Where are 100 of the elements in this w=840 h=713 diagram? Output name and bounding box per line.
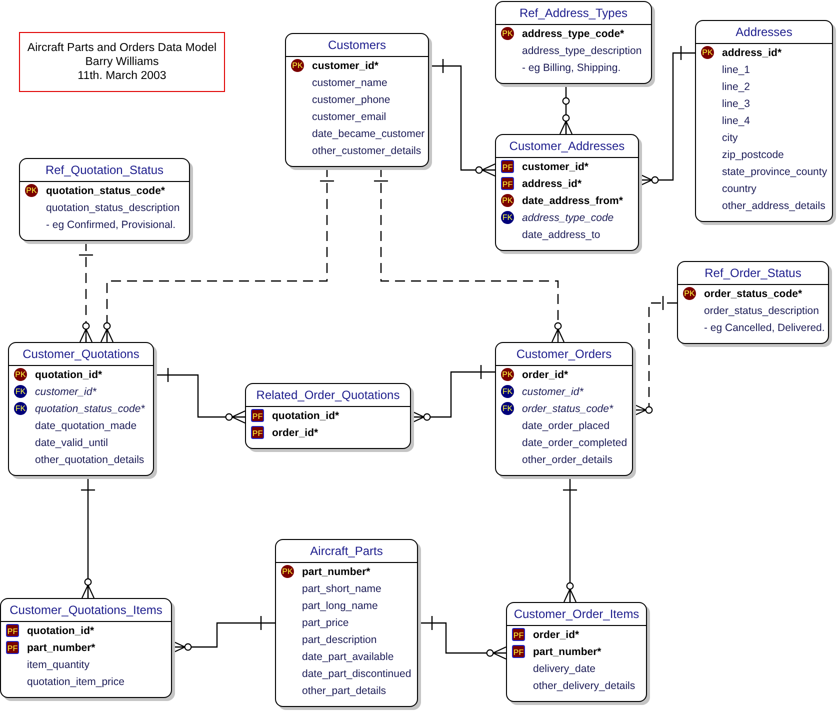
key-badge: PK bbox=[501, 27, 514, 40]
key-badge: PK bbox=[683, 287, 696, 300]
attribute-name: part_number* bbox=[302, 566, 370, 578]
entity-box bbox=[19, 158, 190, 241]
attribute-name: item_quantity bbox=[27, 658, 90, 670]
entity-box bbox=[8, 342, 154, 476]
attribute-name: line_4 bbox=[722, 114, 750, 126]
entity-name: Customer_Quotations bbox=[22, 347, 140, 361]
attribute-name: line_2 bbox=[722, 80, 750, 92]
title-box bbox=[19, 32, 225, 92]
relationship-line bbox=[562, 476, 578, 603]
attribute-name: customer_id* bbox=[522, 386, 584, 398]
key-badge: PK bbox=[501, 194, 514, 207]
attribute-name: date_part_discontinued bbox=[302, 668, 412, 680]
attribute-name: date_address_from* bbox=[522, 194, 623, 206]
key-badge: FK bbox=[501, 402, 514, 415]
attribute-name: city bbox=[722, 132, 738, 144]
attribute-name: date_order_completed bbox=[522, 436, 628, 448]
entity-name: Related_Order_Quotations bbox=[256, 388, 400, 402]
attribute-name: other_customer_details bbox=[312, 144, 422, 156]
key-badge: PK bbox=[291, 59, 304, 72]
entity-name: Ref_Address_Types bbox=[519, 6, 628, 20]
entity-name: Customer_Orders bbox=[516, 347, 612, 361]
key-badge: PK bbox=[701, 46, 714, 59]
key-badge: PF bbox=[512, 645, 525, 658]
entity-box bbox=[677, 261, 829, 344]
attribute-name: part_number* bbox=[27, 642, 96, 654]
attribute-name: order_status_description bbox=[704, 304, 819, 316]
relationship-line bbox=[100, 167, 335, 343]
attribute-name: quotation_id* bbox=[35, 368, 102, 380]
key-badge: PK bbox=[501, 368, 514, 381]
attribute-name: part_short_name bbox=[302, 582, 382, 594]
key-badge: FK bbox=[501, 211, 514, 224]
attribute-name: other_address_details bbox=[722, 200, 826, 212]
attribute-name: customer_email bbox=[312, 110, 386, 122]
key-badge: FK bbox=[501, 385, 514, 398]
attribute-name: quotation_status_code* bbox=[35, 402, 145, 414]
entity-box bbox=[285, 33, 429, 167]
entity-name: Customer_Order_Items bbox=[514, 607, 640, 621]
title-text: Aircraft Parts and Orders Data Model bbox=[27, 41, 217, 55]
relationship-line bbox=[418, 615, 507, 660]
relationship-line bbox=[154, 367, 246, 424]
entity-name: Ref_Quotation_Status bbox=[45, 163, 164, 177]
entity-box bbox=[275, 539, 418, 707]
attribute-name: quotation_status_code* bbox=[46, 184, 166, 196]
key-badge: FK bbox=[14, 385, 27, 398]
entity-box bbox=[695, 20, 833, 222]
key-badge: PF bbox=[6, 624, 19, 637]
title-text: 11th. March 2003 bbox=[78, 69, 166, 83]
attribute-name: address_type_code* bbox=[522, 28, 624, 40]
attribute-name: part_price bbox=[302, 616, 349, 628]
attribute-name: customer_id* bbox=[312, 60, 379, 72]
key-badge: PF bbox=[512, 628, 525, 641]
entity-box bbox=[495, 342, 633, 476]
attribute-name: customer_id* bbox=[35, 386, 96, 398]
attribute-name: date_order_placed bbox=[522, 420, 610, 432]
relationship-line bbox=[429, 58, 496, 177]
attribute-name: order_id* bbox=[272, 426, 318, 438]
entity-box bbox=[495, 1, 652, 84]
attribute-name: quotation_item_price bbox=[27, 676, 124, 688]
key-badge: PK bbox=[25, 184, 38, 197]
attribute-name: - eg Cancelled, Delivered. bbox=[704, 322, 825, 334]
key-badge: PK bbox=[281, 565, 294, 578]
relationship-line bbox=[78, 241, 94, 343]
entity-name: Customers bbox=[328, 38, 386, 52]
attribute-name: order_status_code* bbox=[522, 402, 614, 414]
relationship-line bbox=[373, 167, 565, 343]
attribute-name: address_type_code bbox=[522, 212, 614, 224]
attribute-name: - eg Confirmed, Provisional. bbox=[46, 218, 176, 230]
attribute-name: date_address_to bbox=[522, 228, 600, 240]
relationship-line bbox=[80, 476, 96, 599]
entity-name: Aircraft_Parts bbox=[310, 544, 383, 558]
attribute-name: order_id* bbox=[522, 368, 568, 380]
entity-name: Ref_Order_Status bbox=[704, 266, 802, 280]
attribute-name: - eg Billing, Shipping. bbox=[522, 62, 621, 74]
attribute-name: delivery_date bbox=[533, 662, 596, 674]
attribute-name: customer_id* bbox=[522, 160, 589, 172]
attribute-name: quotation_status_description bbox=[46, 202, 180, 214]
title-text: Barry Williams bbox=[85, 55, 159, 69]
attribute-name: country bbox=[722, 182, 756, 194]
attribute-name: other_order_details bbox=[522, 454, 612, 466]
key-badge: PF bbox=[251, 426, 264, 439]
attribute-name: part_description bbox=[302, 634, 377, 646]
attribute-name: address_id* bbox=[522, 178, 582, 190]
relationship-line bbox=[559, 84, 573, 135]
attribute-name: zip_postcode bbox=[722, 148, 784, 160]
key-badge: FK bbox=[14, 402, 27, 415]
attribute-name: date_quotation_made bbox=[35, 420, 137, 432]
attribute-name: other_delivery_details bbox=[533, 680, 636, 692]
attribute-name: quotation_id* bbox=[27, 624, 94, 636]
attribute-name: address_type_description bbox=[522, 44, 642, 56]
attribute-name: order_id* bbox=[533, 628, 580, 640]
attribute-name: customer_name bbox=[312, 76, 388, 88]
attribute-name: date_valid_until bbox=[35, 436, 108, 448]
key-badge: PK bbox=[14, 368, 27, 381]
attribute-name: state_province_county bbox=[722, 166, 828, 178]
entity-name: Addresses bbox=[736, 25, 792, 39]
attribute-name: quotation_id* bbox=[272, 410, 340, 422]
entity-name: Customer_Addresses bbox=[509, 139, 625, 153]
attribute-name: address_id* bbox=[722, 46, 782, 58]
